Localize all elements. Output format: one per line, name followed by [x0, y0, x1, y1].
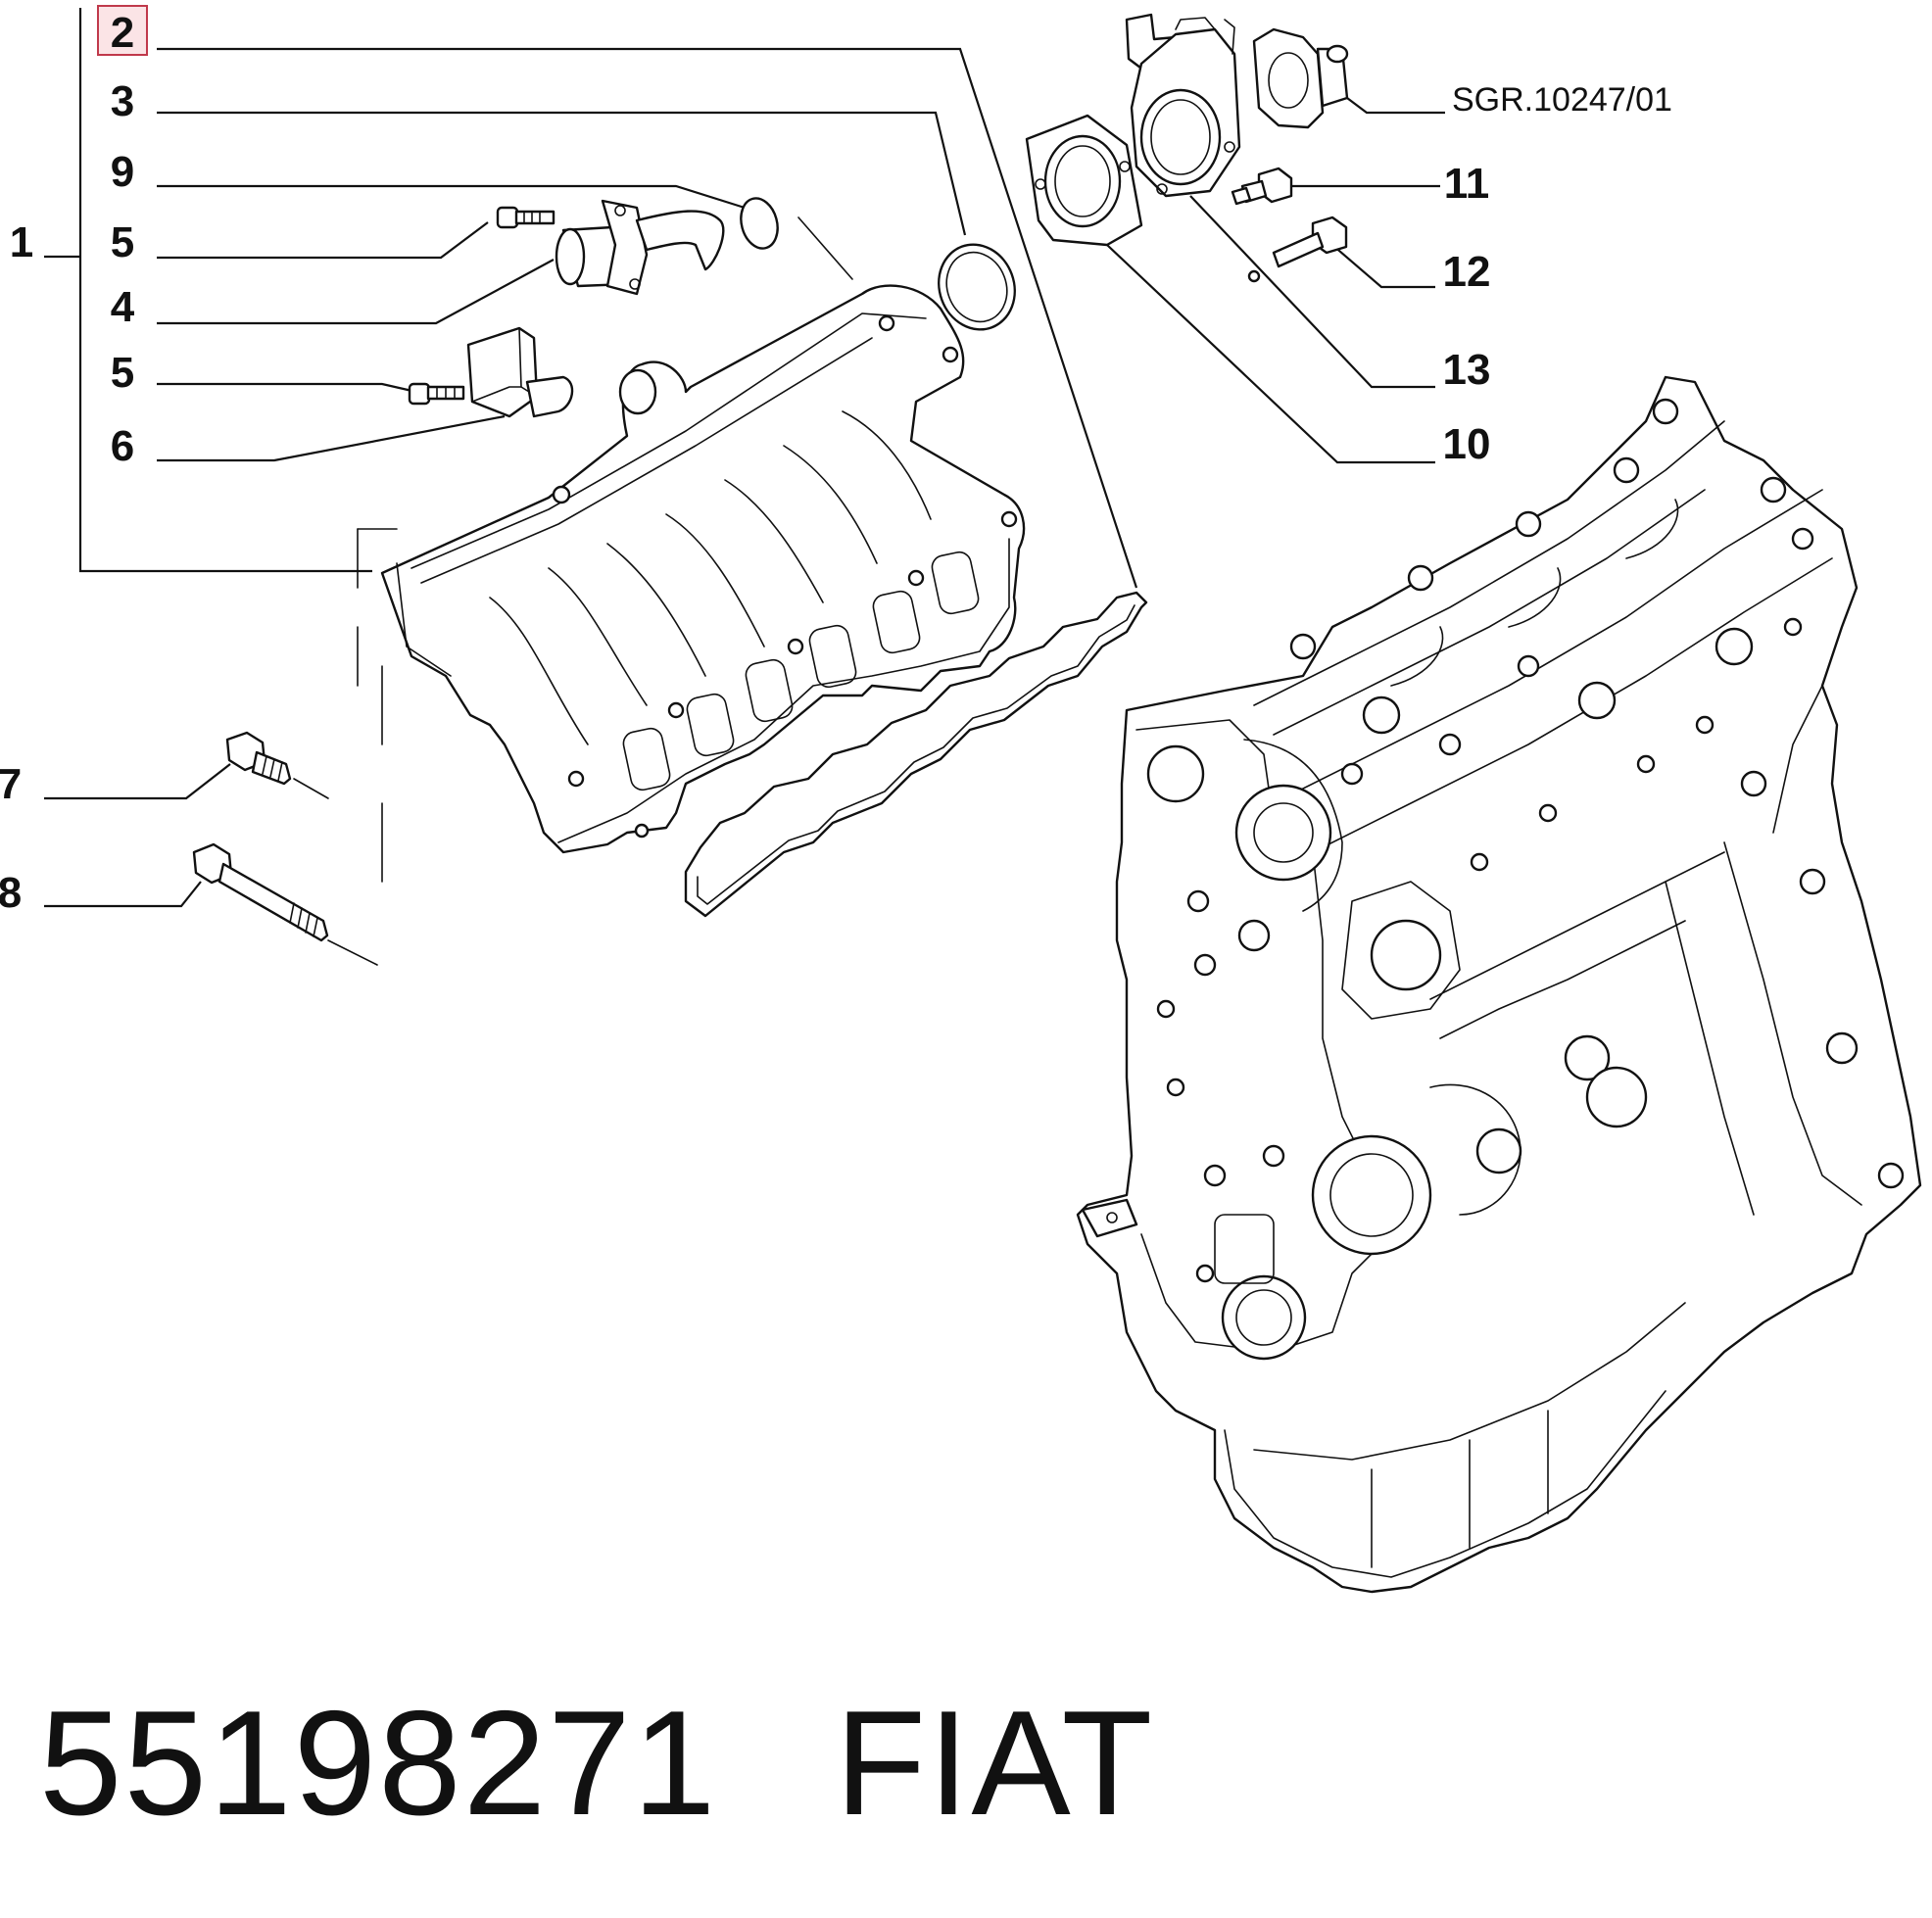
callout-13[interactable]: 13	[1443, 346, 1491, 394]
coolant-coupling-part[interactable]	[1252, 27, 1349, 129]
callout-12[interactable]: 12	[1443, 248, 1491, 296]
caption-bar: 55198271 FIAT	[39, 1665, 1154, 1861]
elbow-fitting-part[interactable]	[555, 199, 725, 296]
screw-part-lower[interactable]	[408, 382, 465, 406]
leader-lines	[44, 8, 1445, 966]
seal-ring-part[interactable]	[736, 194, 783, 253]
callout-9[interactable]: 9	[111, 148, 134, 196]
bolt-part-12[interactable]	[1247, 216, 1348, 283]
adapter-flange-part[interactable]	[1025, 114, 1143, 247]
callout-5-upper[interactable]: 5	[111, 218, 134, 266]
manifold-gasket-part[interactable]	[684, 591, 1148, 918]
bolt-part-11[interactable]	[1231, 167, 1293, 206]
bolt-part-long[interactable]	[192, 842, 329, 942]
callout-5-lower[interactable]: 5	[111, 349, 134, 397]
o-ring-part[interactable]	[927, 234, 1027, 341]
engine-block	[1076, 375, 1922, 1594]
throttle-body-part[interactable]	[1125, 13, 1241, 198]
brand-name: FIAT	[835, 1679, 1155, 1846]
callout-10[interactable]: 10	[1443, 420, 1491, 468]
callout-2[interactable]: 2	[111, 9, 134, 57]
callout-4[interactable]: 4	[111, 283, 135, 331]
callout-7[interactable]: 7	[0, 760, 22, 808]
bolt-part-short[interactable]	[225, 731, 292, 786]
callout-6[interactable]: 6	[111, 422, 134, 470]
callout-8[interactable]: 8	[0, 869, 22, 917]
intake-manifold-part[interactable]	[380, 284, 1026, 854]
screw-part-upper[interactable]	[496, 206, 555, 229]
group-reference[interactable]: SGR.10247/01	[1452, 81, 1672, 119]
callout-highlight-box	[97, 5, 148, 56]
callout-3[interactable]: 3	[111, 77, 134, 125]
callout-11[interactable]: 11	[1444, 160, 1490, 208]
callout-1[interactable]: 1	[10, 218, 33, 266]
sensor-part[interactable]	[466, 326, 574, 418]
callout-labels: 2 3 9 5 4 5 6 1 7 8 SGR.10247/01 11 12 1…	[0, 5, 1672, 917]
part-number: 55198271	[39, 1679, 718, 1846]
